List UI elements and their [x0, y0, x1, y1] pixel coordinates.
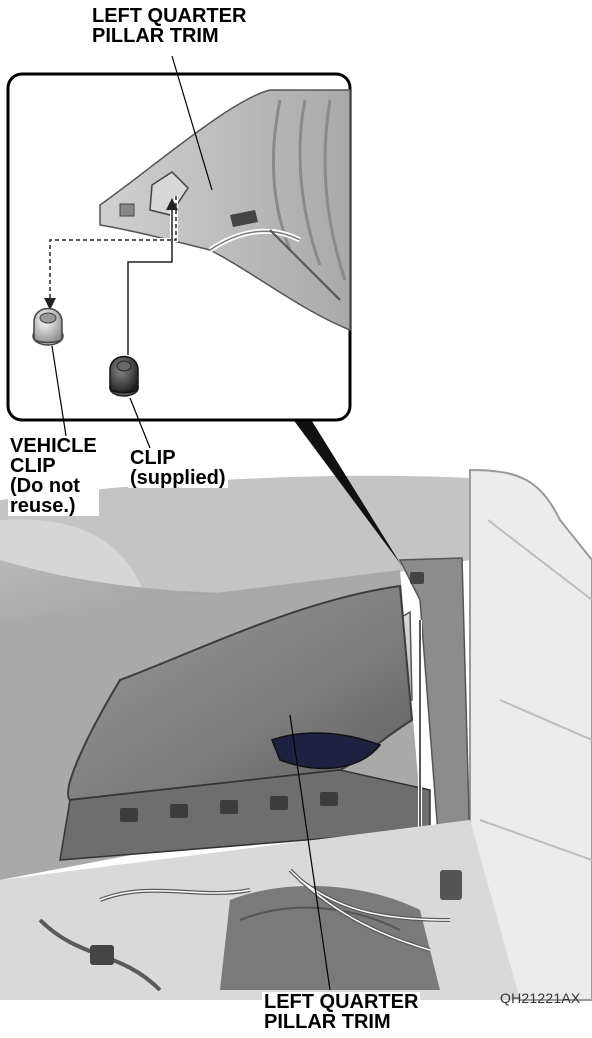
vehicle-interior-illustration — [0, 468, 592, 1001]
door-frame — [469, 468, 592, 1001]
supplied-clip-part — [109, 355, 139, 397]
vehicle-clip-part — [32, 307, 64, 346]
label-supplied-clip: CLIP (supplied) — [128, 447, 228, 489]
label-vehicle-clip: VEHICLE CLIP (Do not reuse.) — [8, 435, 99, 517]
label-left-quarter-pillar-trim-top: LEFT QUARTER PILLAR TRIM — [90, 5, 249, 47]
figure-code: QH21221AX — [500, 990, 581, 1006]
trim-opening — [271, 732, 382, 770]
zoom-connector — [292, 418, 402, 566]
detail-inset — [6, 55, 352, 449]
label-left-quarter-pillar-trim-bottom: LEFT QUARTER PILLAR TRIM — [262, 991, 421, 1033]
